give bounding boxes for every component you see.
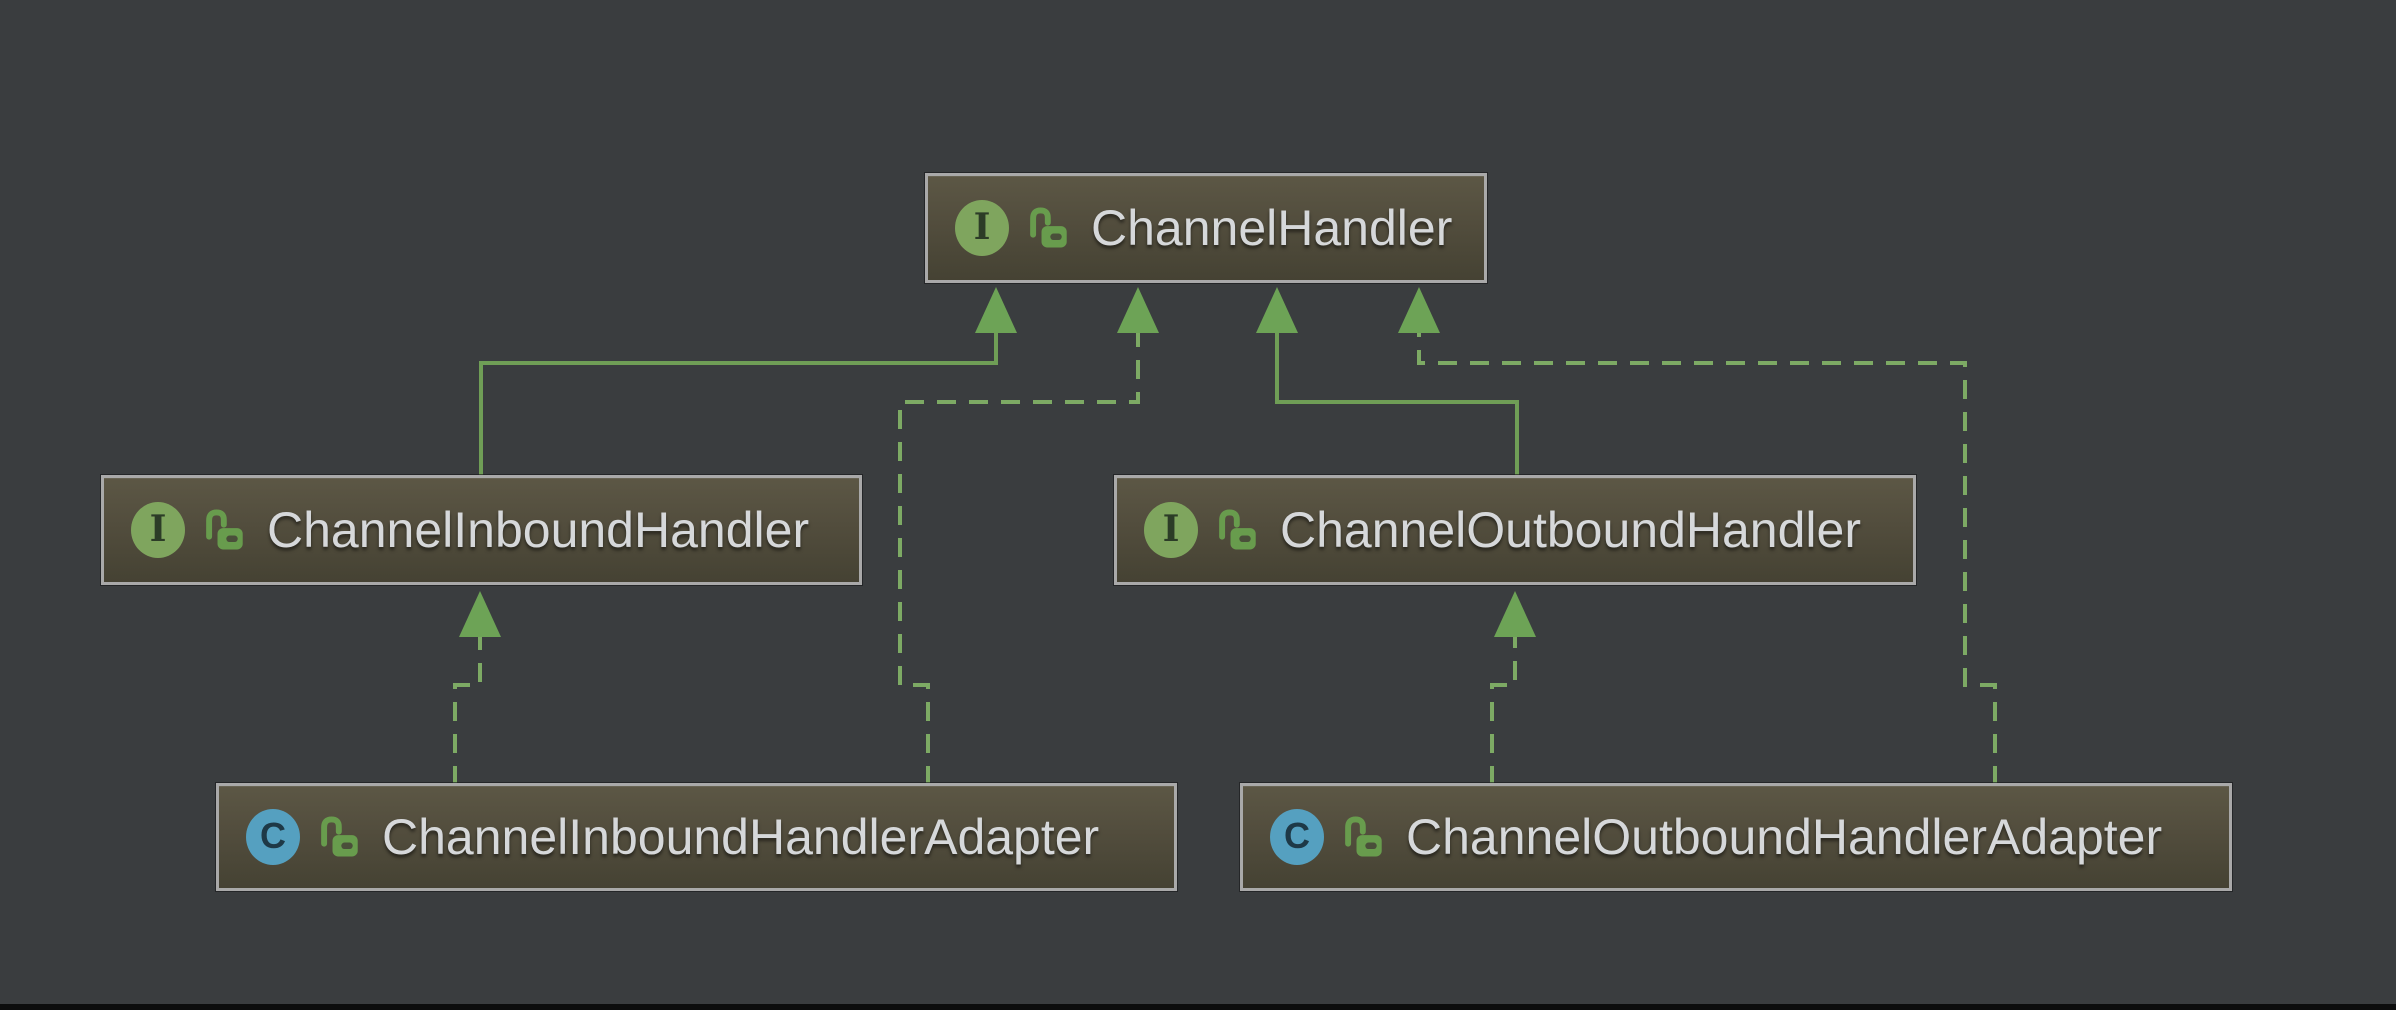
unlocked-padlock-icon	[1216, 507, 1258, 553]
node-channel-outbound-handler-adapter[interactable]: C ChannelOutboundHandlerAdapter	[1240, 783, 2232, 891]
node-channel-handler[interactable]: I ChannelHandler	[925, 173, 1487, 283]
class-icon: C	[246, 809, 300, 865]
node-label: ChannelOutboundHandlerAdapter	[1406, 809, 2163, 865]
window-bottom-edge	[0, 1004, 2396, 1010]
unlocked-padlock-icon	[1342, 814, 1384, 860]
node-channel-inbound-handler[interactable]: I ChannelInboundHandler	[101, 475, 862, 585]
arrowhead	[1398, 287, 1440, 333]
class-icon: C	[1270, 809, 1324, 865]
edge-outbound-adapter-implements-handler	[1417, 332, 1997, 785]
node-channel-inbound-handler-adapter[interactable]: C ChannelInboundHandlerAdapter	[216, 783, 1177, 891]
edge-inbound-extends-handler	[479, 332, 998, 477]
edge-outbound-extends-handler	[1275, 332, 1519, 477]
arrowhead	[1117, 287, 1159, 333]
node-label: ChannelHandler	[1091, 200, 1453, 256]
interface-icon: I	[131, 502, 185, 558]
interface-icon: I	[955, 200, 1009, 256]
unlocked-padlock-icon	[203, 507, 245, 553]
node-label: ChannelOutboundHandler	[1280, 502, 1861, 558]
edge-inbound-adapter-implements-inbound	[453, 636, 482, 785]
arrowhead	[459, 591, 501, 637]
arrowhead	[975, 287, 1017, 333]
interface-icon: I	[1144, 502, 1198, 558]
node-label: ChannelInboundHandler	[267, 502, 810, 558]
unlocked-padlock-icon	[1027, 205, 1069, 251]
edge-outbound-adapter-implements-outbound	[1490, 636, 1517, 785]
node-label: ChannelInboundHandlerAdapter	[382, 809, 1100, 865]
arrowheads	[459, 287, 1536, 637]
arrowhead	[1494, 591, 1536, 637]
edge-inbound-adapter-implements-handler	[898, 332, 1140, 785]
unlocked-padlock-icon	[318, 814, 360, 860]
node-channel-outbound-handler[interactable]: I ChannelOutboundHandler	[1114, 475, 1916, 585]
arrowhead	[1256, 287, 1298, 333]
